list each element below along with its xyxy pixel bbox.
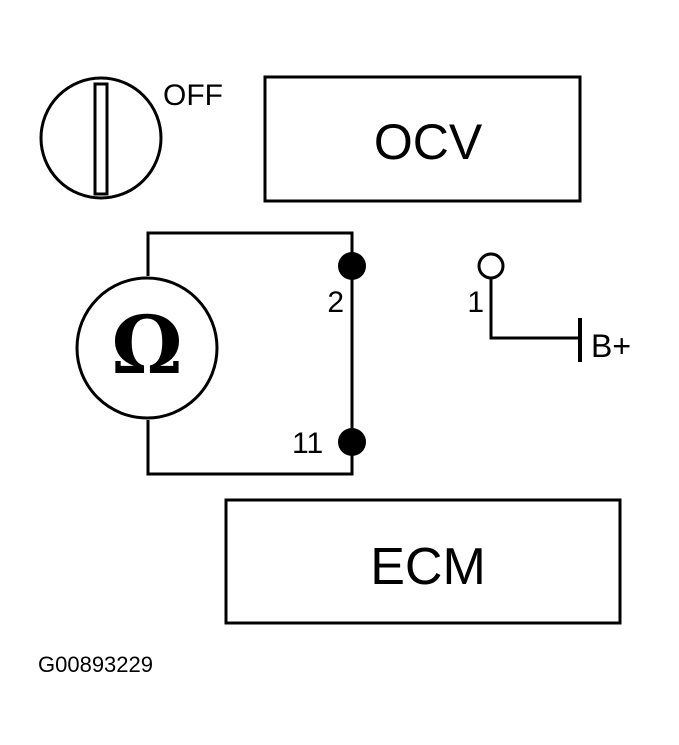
b-plus-wire bbox=[489, 278, 580, 340]
figure-code: G00893229 bbox=[38, 652, 153, 677]
ignition-switch bbox=[39, 76, 163, 200]
ecm-label: ECM bbox=[370, 538, 486, 596]
ignition-switch-key-slot bbox=[93, 82, 109, 196]
ohmmeter-body bbox=[75, 276, 219, 420]
ohmmeter-wiring bbox=[146, 231, 354, 476]
ocv-label: OCV bbox=[374, 114, 483, 170]
ecm-terminal-2-dot bbox=[338, 252, 366, 280]
ecm-terminal-2-label: 2 bbox=[327, 286, 344, 319]
ohmmeter-lead-top bbox=[146, 231, 354, 276]
ignition-switch-dial bbox=[39, 76, 163, 200]
ocv-terminal-1-circle bbox=[477, 252, 505, 280]
ohmmeter-lead-bottom bbox=[146, 420, 354, 476]
ohmmeter: Ω bbox=[75, 276, 219, 420]
b-plus-label: B+ bbox=[591, 328, 631, 364]
ocv-box bbox=[263, 75, 582, 203]
ohm-symbol: Ω bbox=[111, 298, 182, 392]
ecm-terminal-11-dot bbox=[338, 428, 366, 456]
ecm-terminal-11-label: 11 bbox=[292, 427, 323, 460]
ecm-box bbox=[224, 498, 622, 625]
switch-off-label: OFF bbox=[163, 79, 223, 112]
ocv-terminal-1-label: 1 bbox=[467, 286, 484, 319]
